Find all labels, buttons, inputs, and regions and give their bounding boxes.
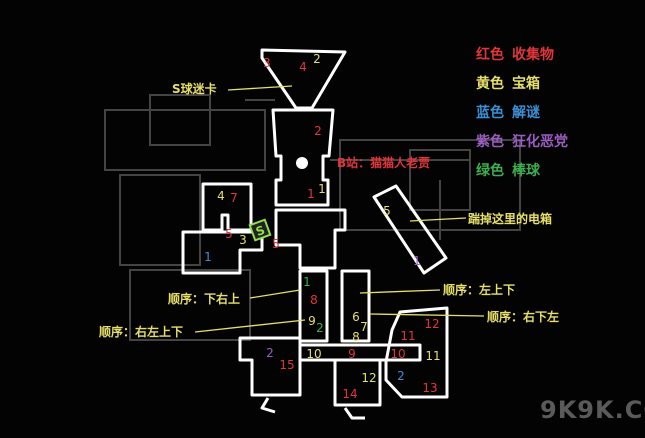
marker-red-1: 1 bbox=[307, 187, 315, 201]
order-label-2: 顺序：右左上下 bbox=[99, 325, 184, 339]
marker-red-11: 11 bbox=[400, 329, 415, 343]
legend-meaning: 棒球 bbox=[512, 163, 540, 179]
legend-item-red: 红色收集物 bbox=[476, 44, 576, 73]
b-station-label: B站：猫猫人老贾 bbox=[337, 156, 431, 170]
marker-red-4: 4 bbox=[299, 60, 307, 74]
legend-item-purple: 紫色狂化恶党 bbox=[476, 131, 576, 160]
marker-yellow-2: 2 bbox=[313, 52, 321, 66]
legend-meaning: 宝箱 bbox=[512, 76, 540, 92]
marker-blue-1: 1 bbox=[204, 250, 212, 264]
legend-color-name: 绿色 bbox=[476, 163, 504, 179]
marker-red-12: 12 bbox=[424, 317, 439, 331]
marker-yellow-7: 7 bbox=[360, 320, 368, 334]
legend-meaning: 解谜 bbox=[512, 105, 540, 121]
marker-blue-2: 2 bbox=[397, 369, 405, 383]
marker-red-9: 9 bbox=[348, 347, 356, 361]
marker-purple-2: 2 bbox=[266, 346, 274, 360]
diagonal-room bbox=[372, 184, 448, 275]
legend-item-yellow: 黄色宝箱 bbox=[476, 73, 576, 102]
marker-yellow-10: 10 bbox=[306, 347, 321, 361]
ghost-floor-lines bbox=[104, 94, 521, 341]
marker-red-5: 5 bbox=[272, 237, 280, 251]
marker-yellow-1: 1 bbox=[318, 182, 326, 196]
marker-yellow-3: 3 bbox=[239, 233, 247, 247]
marker-red-3: 3 bbox=[263, 56, 271, 70]
marker-yellow-11: 11 bbox=[425, 349, 440, 363]
top-room bbox=[260, 48, 347, 110]
marker-red-5: 5 bbox=[225, 227, 233, 241]
marker-yellow-12: 12 bbox=[361, 371, 376, 385]
legend-meaning: 收集物 bbox=[512, 47, 554, 63]
fan-card-label: S球迷卡 bbox=[172, 82, 217, 96]
legend-color-name: 紫色 bbox=[476, 134, 504, 150]
center-column-left bbox=[298, 269, 329, 343]
right-room bbox=[384, 306, 449, 399]
marker-yellow-8: 8 bbox=[352, 330, 360, 344]
center-column-right bbox=[340, 269, 371, 343]
marker-purple-1: 1 bbox=[413, 254, 421, 268]
room-walls bbox=[181, 48, 449, 420]
legend-item-blue: 蓝色解谜 bbox=[476, 102, 576, 131]
marker-green-2: 2 bbox=[316, 321, 324, 335]
marker-yellow-6: 6 bbox=[352, 310, 360, 324]
marker-red-14: 14 bbox=[342, 387, 357, 401]
legend: 红色收集物 黄色宝箱 蓝色解谜 紫色狂化恶党 绿色棒球 bbox=[476, 44, 576, 189]
order-label-3: 顺序：左上下 bbox=[443, 283, 516, 297]
bottom-center-room bbox=[333, 358, 382, 407]
order-label-4: 顺序：右下左 bbox=[487, 310, 560, 324]
marker-yellow-5: 5 bbox=[383, 204, 391, 218]
kick-box-label: 踹掉这里的电箱 bbox=[468, 212, 553, 226]
leader-lines bbox=[194, 85, 485, 333]
save-point-marker: S bbox=[248, 218, 272, 242]
marker-red-2: 2 bbox=[314, 124, 322, 138]
legend-item-green: 绿色棒球 bbox=[476, 160, 576, 189]
watermark: 9K9K.COM bbox=[540, 396, 645, 424]
marker-red-15: 15 bbox=[279, 358, 294, 372]
marker-yellow-9: 9 bbox=[308, 314, 316, 328]
left-room-lower bbox=[181, 230, 264, 275]
marker-yellow-4: 4 bbox=[217, 189, 225, 203]
marker-red-13: 13 bbox=[422, 381, 437, 395]
marker-red-8: 8 bbox=[310, 293, 318, 307]
tower-room bbox=[271, 108, 335, 207]
legend-color-name: 黄色 bbox=[476, 76, 504, 92]
marker-green-1: 1 bbox=[303, 275, 311, 289]
legend-color-name: 红色 bbox=[476, 47, 504, 63]
order-label-1: 顺序：下右上 bbox=[168, 292, 241, 306]
bottom-left-room bbox=[238, 336, 302, 397]
stairs bbox=[260, 397, 365, 420]
left-room-upper bbox=[201, 182, 253, 232]
center-corridor bbox=[274, 208, 347, 270]
marker-red-7: 7 bbox=[230, 191, 238, 205]
legend-meaning: 狂化恶党 bbox=[512, 134, 568, 150]
player-position-marker bbox=[296, 157, 308, 169]
legend-color-name: 蓝色 bbox=[476, 105, 504, 121]
marker-red-10: 10 bbox=[390, 347, 405, 361]
